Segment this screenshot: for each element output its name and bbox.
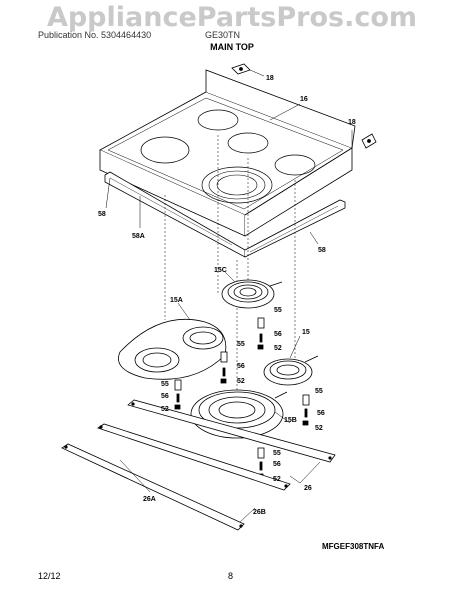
callout-56-c: 56: [161, 393, 169, 400]
callout-56-a: 56: [274, 331, 282, 338]
callout-18-top: 18: [266, 75, 274, 82]
callout-26b: 26B: [253, 509, 266, 516]
callout-52-d: 52: [315, 425, 323, 432]
callout-55-a: 55: [274, 307, 282, 314]
publication-number: Publication No. 5304464430: [38, 30, 152, 40]
callout-52-e: 52: [273, 476, 281, 483]
bracket-right: [361, 133, 377, 149]
section-title: MAIN TOP: [210, 42, 254, 52]
support-rails: [61, 399, 336, 531]
callout-26: 26: [304, 485, 312, 492]
callout-55-d: 55: [315, 388, 323, 395]
main-top-panel: [99, 69, 356, 237]
leader-lines: [105, 69, 353, 523]
callout-56-b: 56: [237, 363, 245, 370]
element-15c: [221, 279, 283, 309]
callout-56-e: 56: [273, 461, 281, 468]
callout-16: 16: [300, 96, 308, 103]
callout-52-c: 52: [161, 406, 169, 413]
callout-15: 15: [302, 329, 310, 336]
callout-55-b: 55: [237, 341, 245, 348]
alignment-lines: [164, 135, 296, 395]
element-15a: [118, 318, 227, 380]
callout-18-right: 18: [348, 119, 356, 126]
callout-55-c: 55: [161, 381, 169, 388]
callout-58a: 58A: [132, 233, 145, 240]
callout-52-a: 52: [274, 345, 282, 352]
callout-labels: 18 16 18 58 58A 58 15C 15A 55 56 52 15 5…: [98, 75, 356, 516]
callout-52-b: 52: [237, 378, 245, 385]
model-header: GE30TN: [205, 30, 241, 40]
callout-15c: 15C: [214, 267, 227, 274]
callout-58-left: 58: [98, 211, 106, 218]
footer-date: 12/12: [38, 571, 61, 581]
fasteners: [174, 317, 310, 479]
bracket-left: [231, 63, 251, 75]
watermark: AppliancePartsPros.com: [46, 2, 418, 33]
callout-55-e: 55: [273, 450, 281, 457]
element-15: [263, 355, 319, 386]
model-code: MFGEF308TNFA: [322, 542, 385, 551]
footer-page-number: 8: [228, 571, 234, 581]
callout-15a: 15A: [170, 297, 183, 304]
callout-58-right: 58: [318, 247, 326, 254]
callout-26a: 26A: [143, 496, 156, 503]
callout-56-d: 56: [317, 410, 325, 417]
callout-15b: 15B: [284, 417, 297, 424]
